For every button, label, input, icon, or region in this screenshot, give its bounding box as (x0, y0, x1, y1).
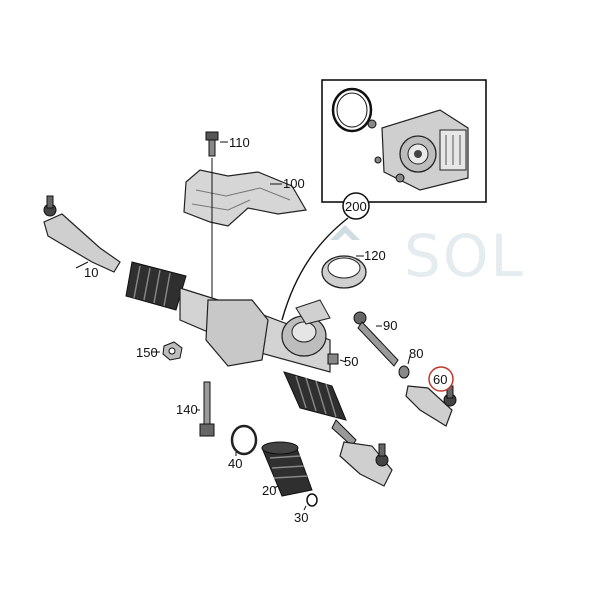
callout-10: 10 (84, 265, 98, 280)
clamp-ring-40 (230, 424, 258, 456)
seal-ring-120 (321, 255, 367, 289)
callout-110: 110 (229, 135, 250, 150)
bolt-140 (199, 381, 215, 437)
callout-circle-200 (342, 192, 370, 220)
callout-20: 20 (262, 483, 276, 498)
tie-rod-end-60 (405, 385, 457, 427)
callout-100: 100 (283, 176, 305, 191)
callout-40: 40 (228, 456, 242, 471)
callout-50: 50 (344, 354, 358, 369)
callout-120: 120 (364, 248, 386, 263)
callout-30: 30 (294, 510, 308, 525)
nut-80 (398, 365, 410, 379)
callout-80: 80 (409, 346, 423, 361)
callout-140: 140 (176, 402, 198, 417)
motor-inset (321, 79, 487, 203)
watermark-text: SOL (404, 222, 525, 290)
callout-200: 200 (345, 199, 367, 214)
leader-lines (75, 141, 437, 511)
callout-90: 90 (383, 318, 397, 333)
clip-30 (306, 493, 318, 507)
plug-50 (327, 353, 339, 365)
boot-20 (261, 441, 313, 497)
steering-rack (43, 195, 393, 487)
callout-60: 60 (433, 372, 447, 387)
inner-tie-rod-90 (353, 311, 399, 367)
callout-circle-60 (428, 366, 454, 392)
callout-150: 150 (136, 345, 158, 360)
nut-150 (162, 341, 183, 361)
